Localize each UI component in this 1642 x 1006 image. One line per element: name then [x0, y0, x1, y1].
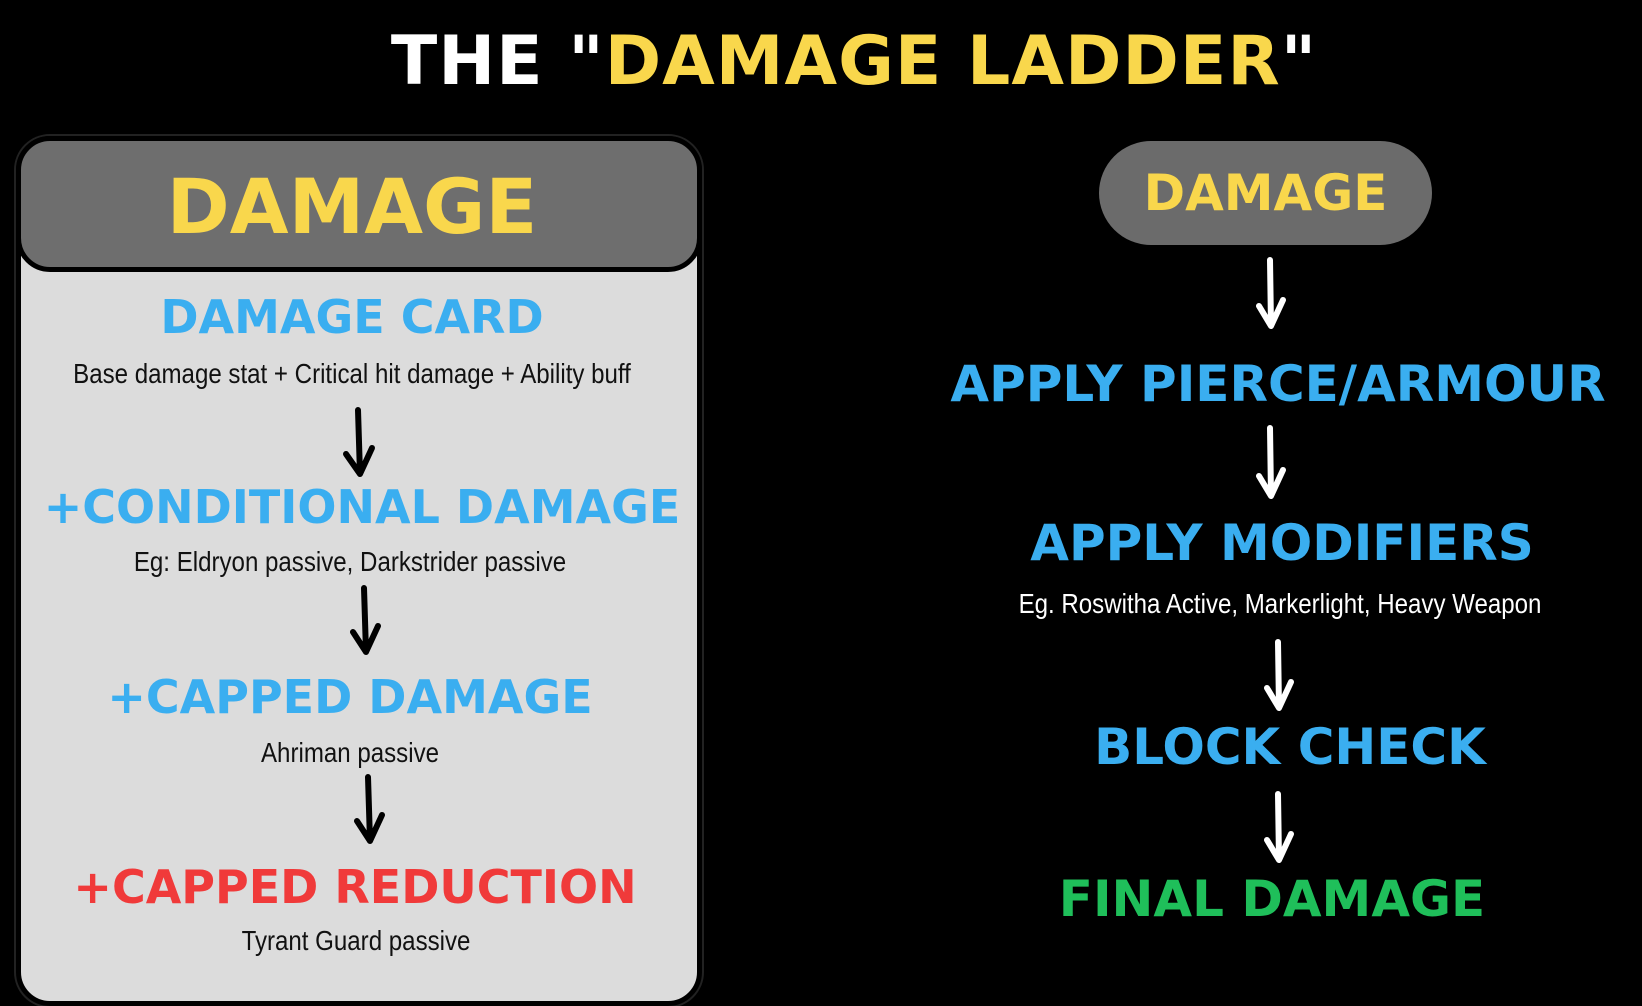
step-apply-pierce-armour: APPLY PIERCE/ARMOUR	[950, 355, 1606, 413]
damage-start-pill: DAMAGE	[1099, 141, 1432, 245]
title-prefix: THE "	[390, 22, 605, 101]
arrow-down-icon	[343, 407, 375, 477]
step-apply-modifiers: APPLY MODIFIERS	[1030, 514, 1534, 572]
step-capped-reduction-detail: Tyrant Guard passive	[241, 925, 471, 956]
arrow-down-icon	[1264, 791, 1294, 863]
arrow-down-icon	[1256, 257, 1286, 329]
step-apply-modifiers-detail: Eg. Roswitha Active, Markerlight, Heavy …	[1018, 588, 1542, 619]
step-capped-damage-detail: Ahriman passive	[260, 737, 440, 768]
arrow-down-icon	[1256, 425, 1286, 499]
step-capped-damage: +CAPPED DAMAGE	[107, 670, 593, 724]
step-final-damage: FINAL DAMAGE	[1058, 870, 1486, 928]
damage-card-header	[16, 136, 702, 272]
step-damage-card: DAMAGE CARD	[160, 290, 544, 344]
arrow-down-icon	[350, 585, 381, 655]
arrow-down-icon	[354, 774, 385, 844]
damage-card-panel	[16, 136, 702, 1006]
step-conditional-damage-detail: Eg: Eldryon passive, Darkstrider passive	[133, 546, 567, 577]
title-suffix: "	[1280, 22, 1318, 101]
step-capped-reduction: +CAPPED REDUCTION	[73, 860, 637, 914]
step-conditional-damage: +CONDITIONAL DAMAGE	[43, 480, 681, 534]
step-damage-card-detail: Base damage stat + Critical hit damage +…	[73, 358, 631, 389]
arrow-down-icon	[1264, 639, 1294, 711]
title-highlight: DAMAGE LADDER	[604, 22, 1281, 101]
damage-card-title: DAMAGE	[166, 162, 538, 251]
step-block-check: BLOCK CHECK	[1094, 718, 1486, 776]
page-title: THE "DAMAGE LADDER"	[391, 22, 1317, 101]
damage-start-label: DAMAGE	[1143, 164, 1388, 222]
